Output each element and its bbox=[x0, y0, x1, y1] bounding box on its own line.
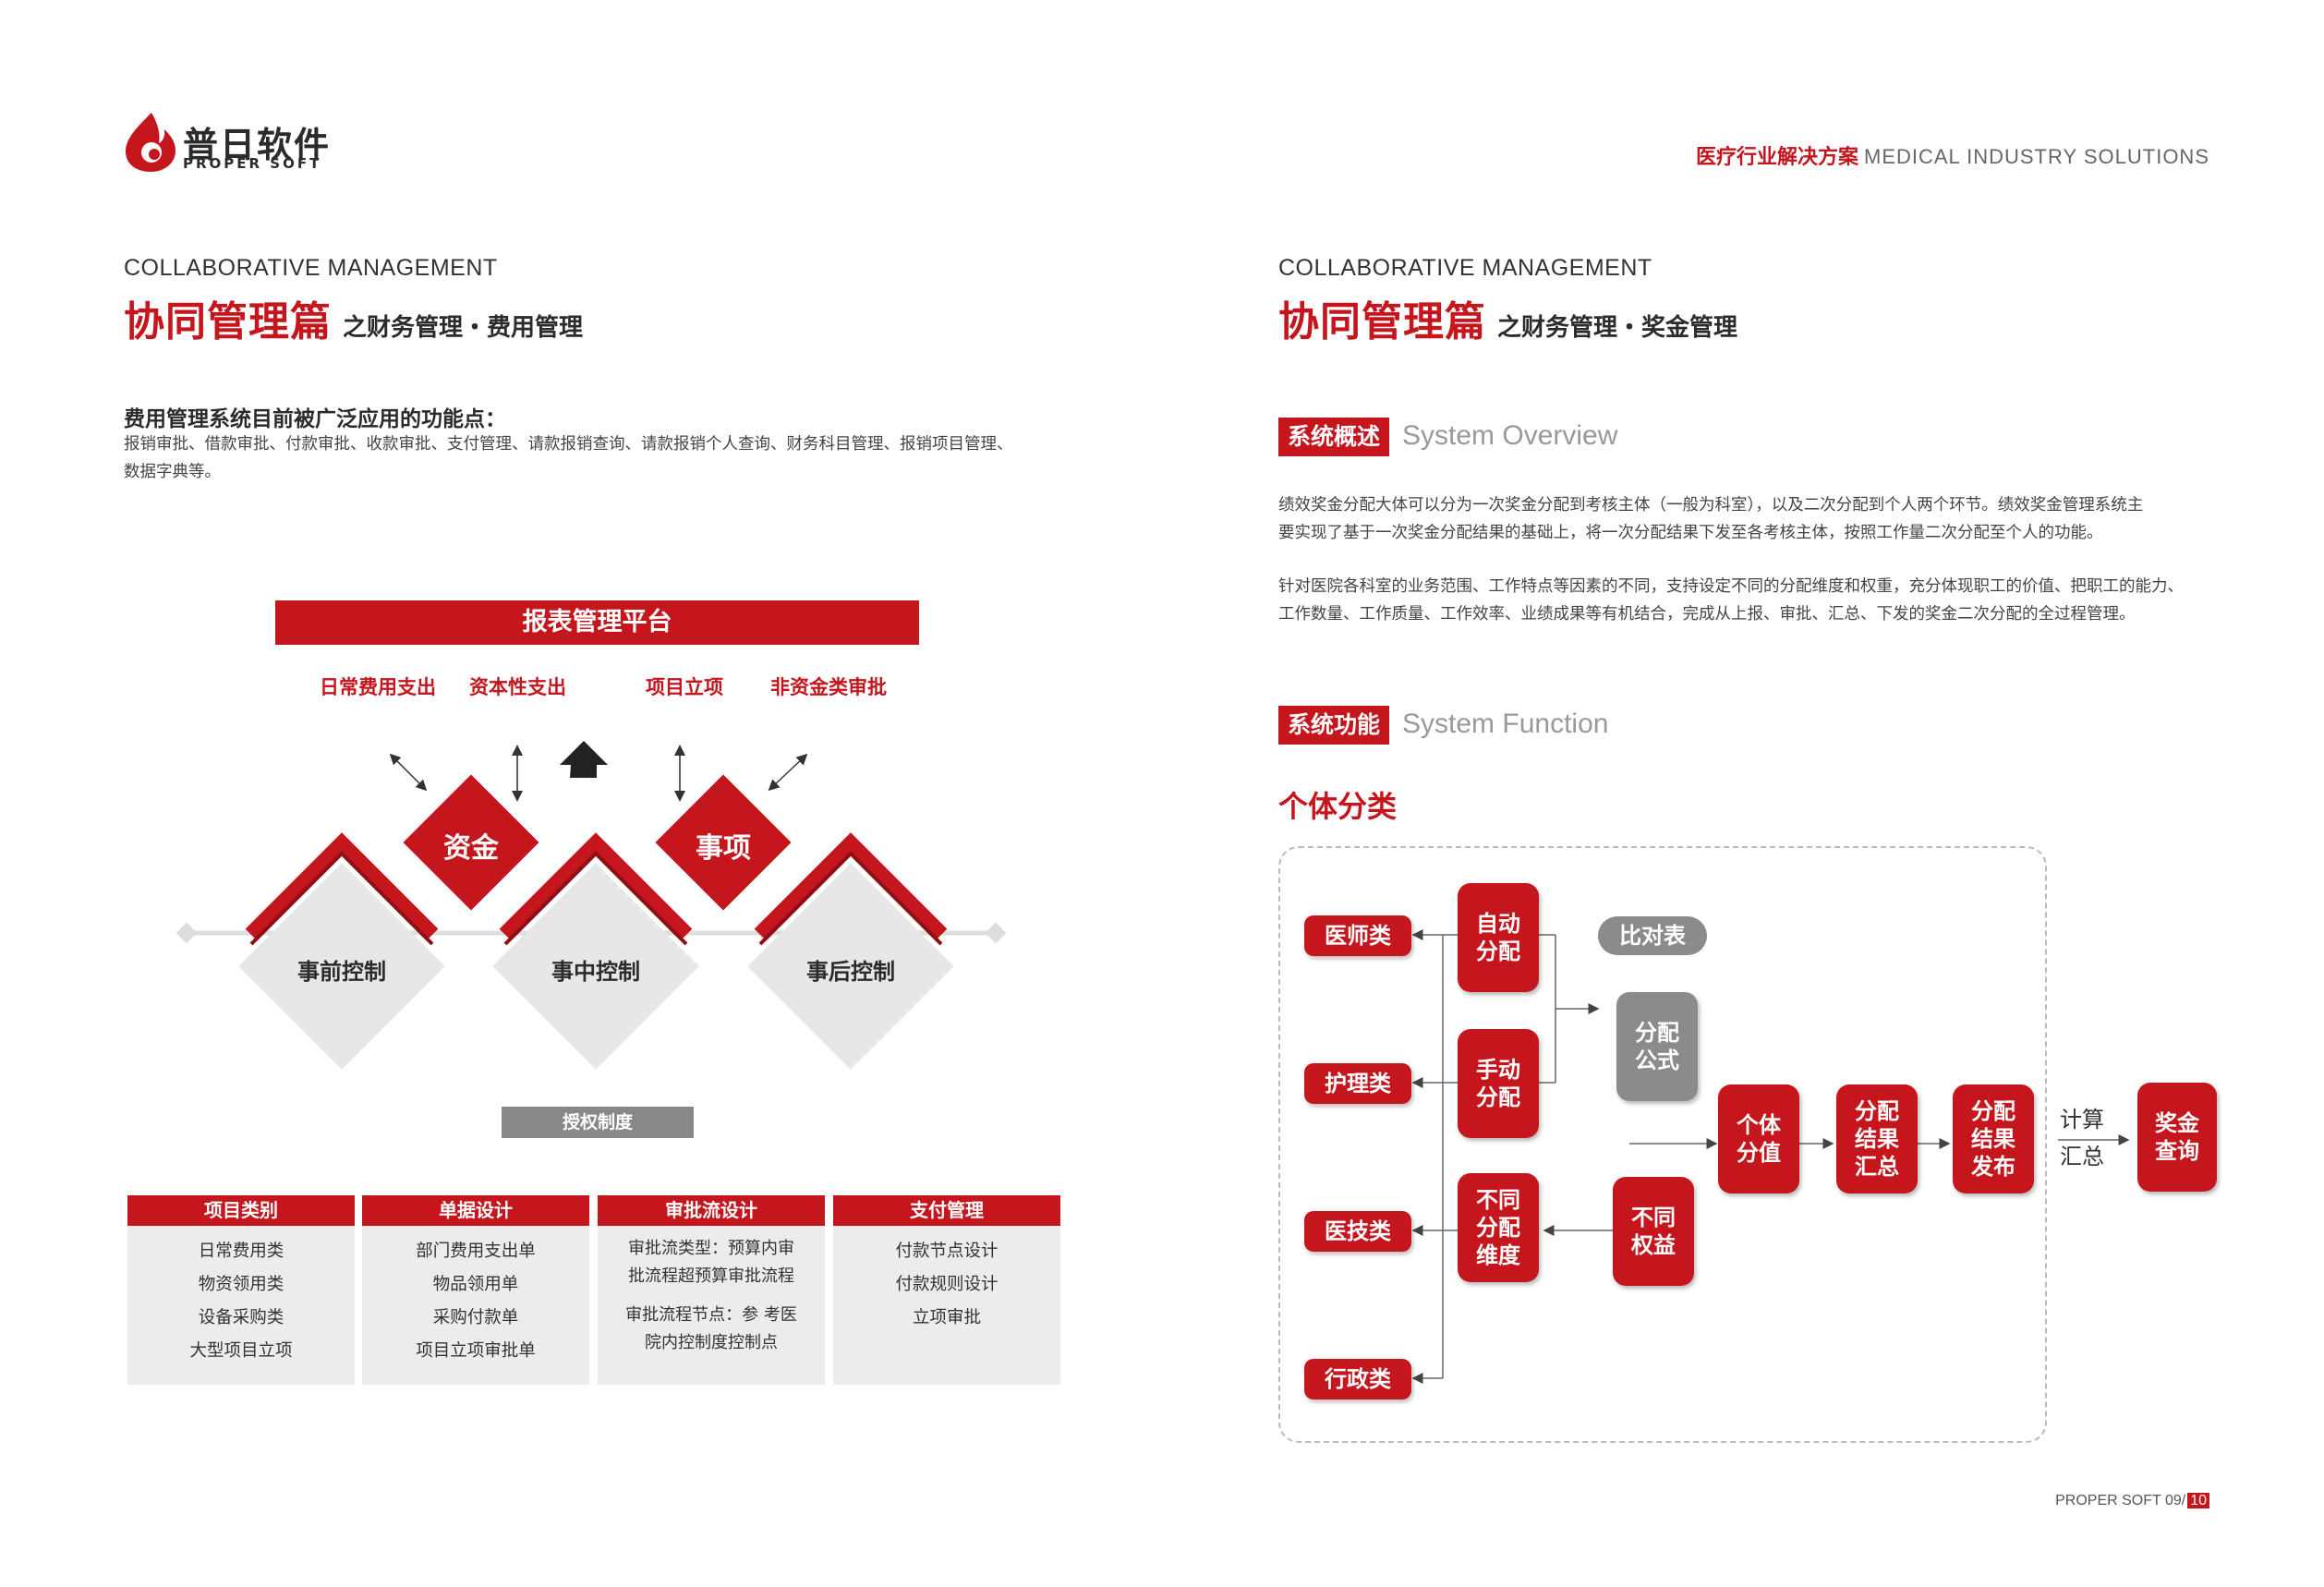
table-cell: 批流程超预算审批流程 bbox=[628, 1266, 794, 1286]
brand-name-cn: 普日软件 bbox=[183, 125, 332, 165]
function-en: System Function bbox=[1402, 709, 1609, 739]
table-header: 支付管理 bbox=[833, 1195, 1060, 1226]
overview-line: 要实现了基于一次奖金分配结果的基础上，将一次分配结果下发至各考核主体，按照工作量… bbox=[1278, 524, 2103, 542]
table-column: 审批流设计 审批流类型：预算内审 批流程超预算审批流程 审批流程节点：参 考医 … bbox=[598, 1195, 825, 1385]
header-title: 医疗行业解决方案 MEDICAL INDUSTRY SOLUTIONS bbox=[1696, 140, 2209, 170]
intro-line: 数据字典等。 bbox=[124, 463, 221, 481]
table-body: 审批流类型：预算内审 批流程超预算审批流程 审批流程节点：参 考医 院内控制度控… bbox=[598, 1226, 825, 1385]
brand-name-en: PROPER SOFT bbox=[183, 155, 322, 172]
table-cell: 付款规则设计 bbox=[895, 1275, 999, 1294]
report-platform-banner: 报表管理平台 bbox=[275, 600, 919, 645]
table-body: 日常费用类 物资领用类 设备采购类 大型项目立项 bbox=[127, 1226, 355, 1385]
calc-arrow bbox=[2058, 1134, 2130, 1145]
footer-page-left: 09/ bbox=[2164, 1493, 2186, 1508]
table-cell: 日常费用类 bbox=[198, 1242, 284, 1261]
function-heading: 系统功能 System Function bbox=[1278, 706, 1608, 745]
matter-label: 事项 bbox=[696, 832, 751, 865]
table-cell: 审批流程节点：参 考医 bbox=[625, 1305, 797, 1325]
table-header: 单据设计 bbox=[362, 1195, 589, 1226]
different-dimension: 不同 分配 维度 bbox=[1458, 1173, 1539, 1282]
footer-page-right: 10 bbox=[2187, 1493, 2209, 1508]
flow-title: 个体分类 bbox=[1278, 789, 1398, 824]
table-cell: 付款节点设计 bbox=[895, 1242, 999, 1261]
table-body: 付款节点设计 付款规则设计 立项审批 bbox=[833, 1226, 1060, 1385]
overview-line: 绩效奖金分配大体可以分为一次奖金分配到考核主体（一般为科室），以及二次分配到个人… bbox=[1278, 496, 2144, 515]
overview-line: 针对医院各科室的业务范围、工作特点等因素的不同，支持设定不同的分配维度和权重，充… bbox=[1278, 577, 2184, 596]
table-cell: 物资领用类 bbox=[198, 1275, 284, 1294]
category-label: 项目立项 bbox=[646, 676, 723, 698]
header-title-en: MEDICAL INDUSTRY SOLUTIONS bbox=[1864, 145, 2209, 168]
category-label: 日常费用支出 bbox=[320, 676, 436, 698]
table-body: 部门费用支出单 物品领用单 采购付款单 项目立项审批单 bbox=[362, 1226, 589, 1385]
left-section-sub: 之财务管理・费用管理 bbox=[343, 314, 584, 342]
result-publish: 分配 结果 发布 bbox=[1953, 1084, 2034, 1193]
manual-allocation: 手动 分配 bbox=[1458, 1029, 1539, 1138]
fund-label: 资金 bbox=[443, 832, 499, 865]
table-column: 项目类别 日常费用类 物资领用类 设备采购类 大型项目立项 bbox=[127, 1195, 355, 1385]
control-label: 事中控制 bbox=[551, 959, 640, 985]
left-section-en: COLLABORATIVE MANAGEMENT bbox=[124, 255, 498, 281]
category-medtech: 医技类 bbox=[1304, 1211, 1411, 1252]
control-label: 事后控制 bbox=[806, 959, 895, 985]
function-tag: 系统功能 bbox=[1278, 706, 1390, 745]
right-section-sub: 之财务管理・奖金管理 bbox=[1497, 314, 1738, 342]
flow-container bbox=[1278, 846, 2047, 1443]
table-column: 单据设计 部门费用支出单 物品领用单 采购付款单 项目立项审批单 bbox=[362, 1195, 589, 1385]
category-nursing: 护理类 bbox=[1304, 1063, 1411, 1104]
overview-en: System Overview bbox=[1402, 420, 1618, 451]
left-section-title: 协同管理篇之财务管理・费用管理 bbox=[124, 288, 583, 347]
footer-brand: PROPER SOFT bbox=[2055, 1493, 2161, 1508]
overview-line: 工作数量、工作质量、工作效率、业绩成果等有机结合，完成从上报、审批、汇总、下发的… bbox=[1278, 605, 2136, 624]
table-cell: 设备采购类 bbox=[198, 1308, 284, 1327]
category-label: 资本性支出 bbox=[469, 676, 566, 698]
overview-paragraph: 针对医院各科室的业务范围、工作特点等因素的不同，支持设定不同的分配维度和权重，充… bbox=[1278, 573, 2184, 628]
calc-label: 计算 bbox=[2060, 1107, 2104, 1133]
overview-tag: 系统概述 bbox=[1278, 418, 1390, 456]
intro-text: 报销审批、借款审批、付款审批、收款审批、支付管理、请款报销查询、请款报销个人查询… bbox=[124, 430, 1013, 486]
table-cell: 部门费用支出单 bbox=[416, 1242, 536, 1261]
left-section-cn: 协同管理篇 bbox=[124, 298, 332, 345]
table-cell: 院内控制度控制点 bbox=[645, 1333, 778, 1352]
right-section-title: 协同管理篇之财务管理・奖金管理 bbox=[1278, 288, 1737, 347]
brand-logo-icon bbox=[124, 111, 177, 174]
table-column: 支付管理 付款节点设计 付款规则设计 立项审批 bbox=[833, 1195, 1060, 1385]
individual-score: 个体 分值 bbox=[1718, 1084, 1799, 1193]
table-header: 审批流设计 bbox=[598, 1195, 825, 1226]
table-cell: 立项审批 bbox=[912, 1308, 981, 1327]
category-admin: 行政类 bbox=[1304, 1359, 1411, 1399]
flow-connectors bbox=[1411, 929, 1951, 1384]
category-label: 非资金类审批 bbox=[770, 676, 887, 698]
allocation-formula: 分配 公式 bbox=[1616, 992, 1698, 1101]
sum-label: 汇总 bbox=[2060, 1144, 2104, 1169]
page-footer: PROPER SOFT 09/10 bbox=[2055, 1493, 2209, 1509]
table-header: 项目类别 bbox=[127, 1195, 355, 1226]
table-cell: 项目立项审批单 bbox=[416, 1341, 536, 1361]
category-doctor: 医师类 bbox=[1304, 915, 1411, 956]
bonus-query: 奖金 查询 bbox=[2137, 1083, 2217, 1192]
result-summary: 分配 结果 汇总 bbox=[1836, 1084, 1918, 1193]
right-section-cn: 协同管理篇 bbox=[1278, 298, 1486, 345]
right-section-en: COLLABORATIVE MANAGEMENT bbox=[1278, 255, 1652, 281]
table-cell: 审批流类型：预算内审 bbox=[628, 1239, 794, 1258]
comparison-table: 比对表 bbox=[1598, 916, 1707, 955]
table-cell: 采购付款单 bbox=[432, 1308, 519, 1327]
intro-line: 报销审批、借款审批、付款审批、收款审批、支付管理、请款报销查询、请款报销个人查询… bbox=[124, 435, 1013, 454]
different-rights: 不同 权益 bbox=[1613, 1177, 1694, 1286]
auto-allocation: 自动 分配 bbox=[1458, 883, 1539, 992]
control-label: 事前控制 bbox=[297, 959, 386, 985]
authorization-bar: 授权制度 bbox=[502, 1107, 694, 1138]
intro-title: 费用管理系统目前被广泛应用的功能点： bbox=[124, 407, 506, 431]
overview-paragraph: 绩效奖金分配大体可以分为一次奖金分配到考核主体（一般为科室），以及二次分配到个人… bbox=[1278, 491, 2143, 547]
header-title-cn: 医疗行业解决方案 bbox=[1695, 146, 1858, 169]
table-cell: 物品领用单 bbox=[432, 1275, 519, 1294]
overview-heading: 系统概述 System Overview bbox=[1278, 418, 1617, 456]
table-cell: 大型项目立项 bbox=[189, 1341, 293, 1361]
